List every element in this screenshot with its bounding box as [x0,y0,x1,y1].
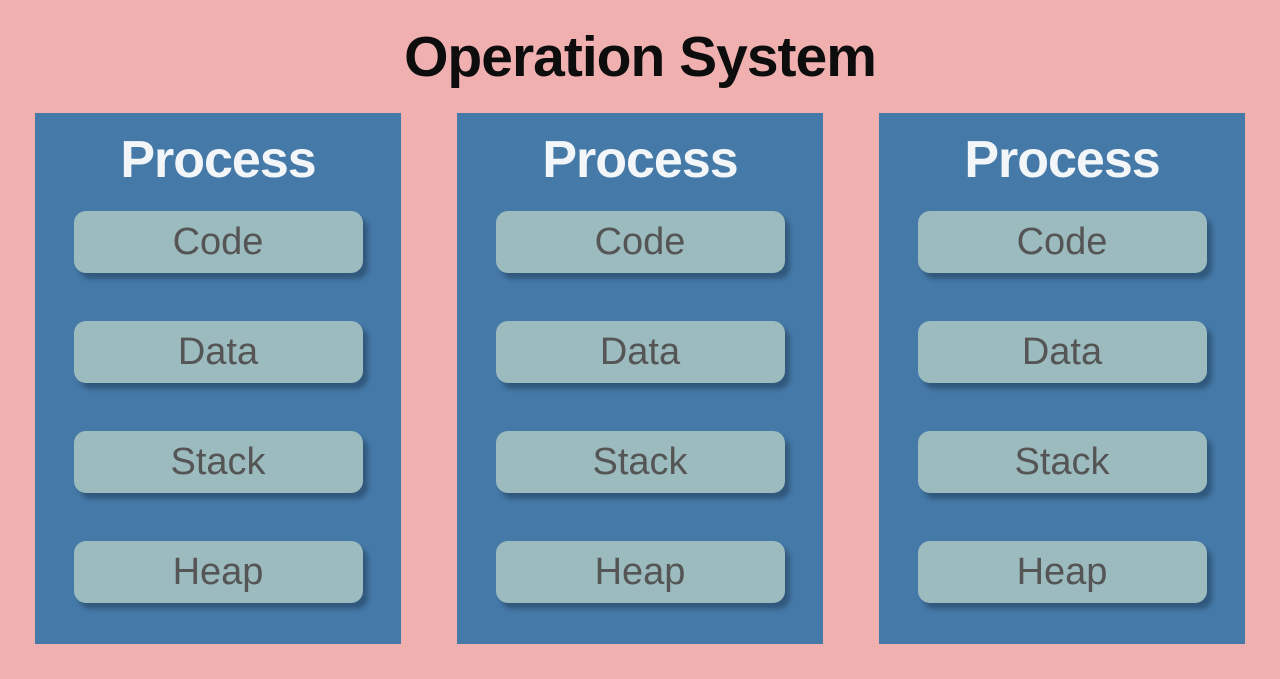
segment-stack: Stack [73,431,363,493]
process-title: Process [964,131,1160,189]
segment-data: Data [917,321,1207,383]
segment-stack: Stack [917,431,1207,493]
segment-heap: Heap [73,541,363,603]
process-box-2: Process Code Data Stack Heap [457,113,823,644]
segment-heap: Heap [917,541,1207,603]
process-box-1: Process Code Data Stack Heap [35,113,401,644]
segment-data: Data [495,321,785,383]
process-row: Process Code Data Stack Heap Process Cod… [35,113,1245,644]
process-box-3: Process Code Data Stack Heap [879,113,1245,644]
segment-data: Data [73,321,363,383]
segment-list: Code Data Stack Heap [495,211,785,603]
segment-code: Code [495,211,785,273]
process-title: Process [542,131,738,189]
segment-heap: Heap [495,541,785,603]
segment-list: Code Data Stack Heap [917,211,1207,603]
segment-list: Code Data Stack Heap [73,211,363,603]
segment-code: Code [73,211,363,273]
segment-stack: Stack [495,431,785,493]
process-title: Process [120,131,316,189]
diagram-title: Operation System [404,24,877,89]
segment-code: Code [917,211,1207,273]
